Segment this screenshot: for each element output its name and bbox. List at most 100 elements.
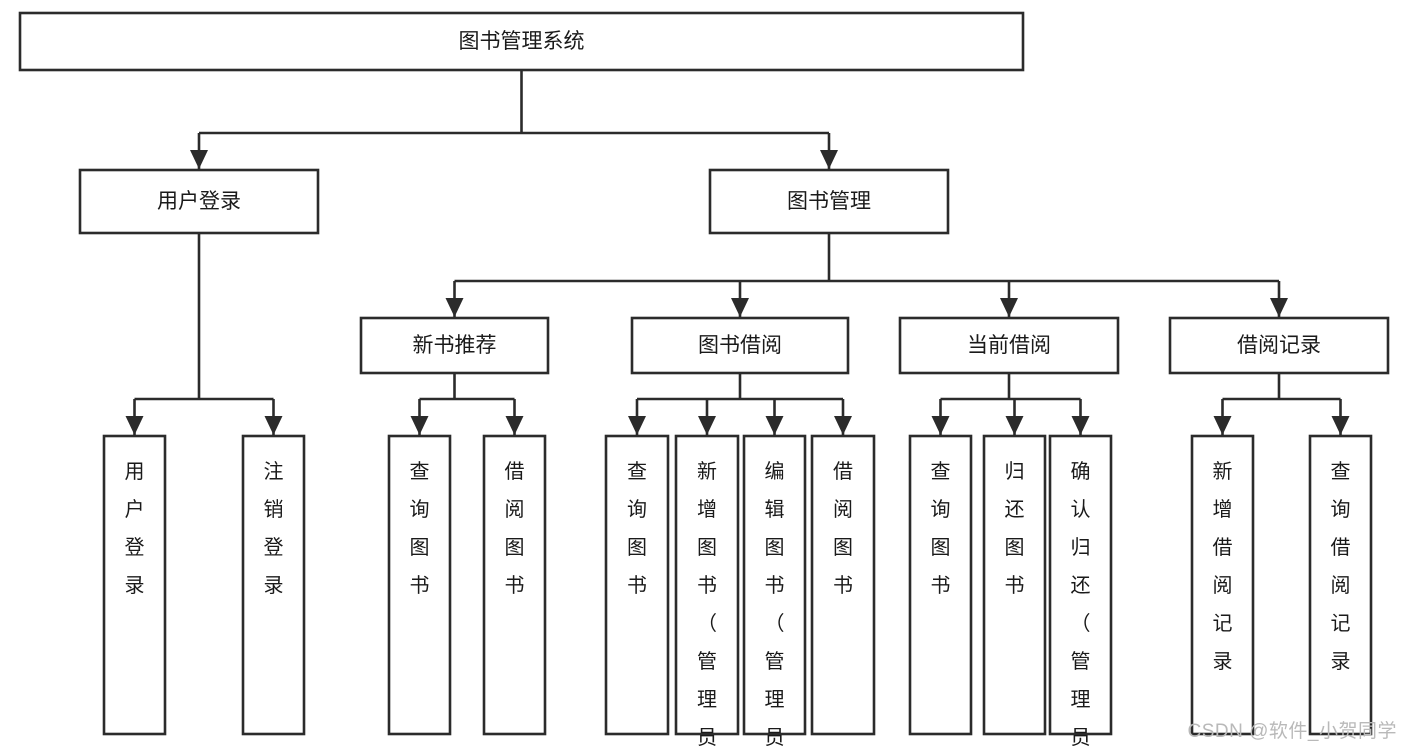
connector-group-book-manage [445,233,1288,317]
node-user-login[interactable]: 用户登录 [78,168,320,235]
node-leaf-add-book-label-char: 新 [697,460,717,483]
node-leaf-query-record-label-char: 查 [1331,460,1351,483]
arrow-head-icon [1005,416,1024,435]
arrow-head-icon [931,416,950,435]
node-leaf-borrow-book-2-label-char: 借 [833,460,853,483]
node-new-book-recommend-label: 新书推荐 [413,334,497,357]
node-current-borrow-box[interactable] [898,316,1120,375]
node-leaf-user-logout-label-char: 销 [264,498,284,521]
node-leaf-add-record-label-char: 记 [1213,612,1233,635]
node-layer: 图书管理系统用户登录图书管理新书推荐图书借阅当前借阅借阅记录用户登录注销登录查询… [18,11,1390,747]
arrow-head-icon [125,416,144,435]
arrow-head-icon [1331,416,1350,435]
node-leaf-add-record-label-char: 录 [1213,651,1233,673]
connector-group-book-borrow [628,373,852,435]
node-leaf-add-book-label-char: （ [697,612,717,635]
node-root[interactable]: 图书管理系统 [18,11,1025,72]
node-leaf-confirm-return-label-char: 管 [1071,650,1091,673]
node-leaf-return-book-label-char: 归 [1005,460,1025,483]
node-leaf-borrow-book-2-box[interactable] [810,434,876,736]
node-leaf-add-book-box[interactable] [674,434,740,736]
node-leaf-edit-book-label-char: 编 [765,460,785,483]
node-leaf-borrow-book-1-label-char: 图 [505,537,525,559]
connector-group-current-borrow [931,373,1090,435]
node-leaf-confirm-return-box[interactable] [1048,434,1113,736]
arrow-head-icon [731,298,749,317]
node-leaf-borrow-book-1-box[interactable] [482,434,547,736]
node-leaf-user-login-box[interactable] [102,434,167,736]
node-leaf-borrow-book-1-label-char: 书 [505,574,525,597]
node-leaf-edit-book-box[interactable] [742,434,807,736]
node-leaf-query-book-1-box[interactable] [387,434,452,736]
node-leaf-query-book-2-label-char: 询 [627,498,647,521]
connector-group-root [190,70,838,169]
connector-group-user-login [125,233,283,435]
node-leaf-return-book-label-char: 还 [1005,498,1025,521]
node-leaf-confirm-return-label-char: 员 [1071,727,1091,747]
node-book-manage[interactable]: 图书管理 [708,168,950,235]
node-book-borrow[interactable]: 图书借阅 [630,316,850,375]
node-leaf-query-book-3-box[interactable] [908,434,973,736]
node-leaf-query-book-2-box[interactable] [604,434,670,736]
node-leaf-user-logout-label-char: 录 [264,575,284,597]
node-current-borrow-label: 当前借阅 [967,334,1051,357]
node-book-borrow-box[interactable] [630,316,850,375]
node-leaf-query-book-1-label-char: 图 [410,537,430,559]
node-leaf-user-login[interactable]: 用户登录 [102,434,167,736]
node-leaf-query-record-box[interactable] [1308,434,1373,736]
node-leaf-query-book-1-label-char: 查 [410,460,430,483]
arrow-head-icon [1213,416,1232,435]
node-leaf-return-book-label-char: 书 [1005,574,1025,597]
arrow-head-icon [1071,416,1090,435]
arrow-head-icon [698,416,716,435]
node-leaf-query-book-2-label-char: 书 [627,574,647,597]
node-root-label: 图书管理系统 [459,30,585,53]
node-leaf-add-book-label-char: 图 [697,537,717,559]
arrow-head-icon [1000,298,1018,317]
node-root-box[interactable] [18,11,1025,72]
node-leaf-query-book-1-label-char: 询 [410,498,430,521]
node-current-borrow[interactable]: 当前借阅 [898,316,1120,375]
arrow-head-icon [445,298,464,317]
connector-group-borrow-record [1213,373,1350,435]
connector-group-new-book-recommend [410,373,524,435]
connector-layer [125,70,1350,435]
node-leaf-add-record-label-char: 新 [1213,460,1233,483]
node-new-book-recommend-box[interactable] [359,316,550,375]
node-leaf-add-book-label-char: 书 [697,574,717,597]
node-leaf-user-logout-box[interactable] [241,434,306,736]
node-leaf-add-record-label-char: 阅 [1213,574,1233,597]
node-new-book-recommend[interactable]: 新书推荐 [359,316,550,375]
node-leaf-return-book-box[interactable] [982,434,1047,736]
node-leaf-edit-book-label-char: 辑 [765,498,785,521]
node-leaf-query-record-label-char: 录 [1331,651,1351,673]
arrow-head-icon [410,416,429,435]
node-leaf-confirm-return-label-char: 确 [1071,460,1091,483]
node-borrow-record[interactable]: 借阅记录 [1168,316,1390,375]
node-leaf-borrow-book-1-label-char: 借 [505,460,525,483]
arrow-head-icon [834,416,852,435]
node-leaf-query-book-3-label-char: 查 [931,460,951,483]
node-leaf-query-record-label-char: 借 [1331,536,1351,559]
node-leaf-confirm-return-label-char: 理 [1071,689,1091,711]
node-borrow-record-box[interactable] [1168,316,1390,375]
node-leaf-add-record-box[interactable] [1190,434,1255,736]
node-leaf-borrow-book-2-label-char: 书 [833,574,853,597]
node-borrow-record-label: 借阅记录 [1237,334,1321,357]
node-user-login-box[interactable] [78,168,320,235]
node-book-manage-box[interactable] [708,168,950,235]
node-leaf-add-book-label-char: 员 [697,727,717,747]
